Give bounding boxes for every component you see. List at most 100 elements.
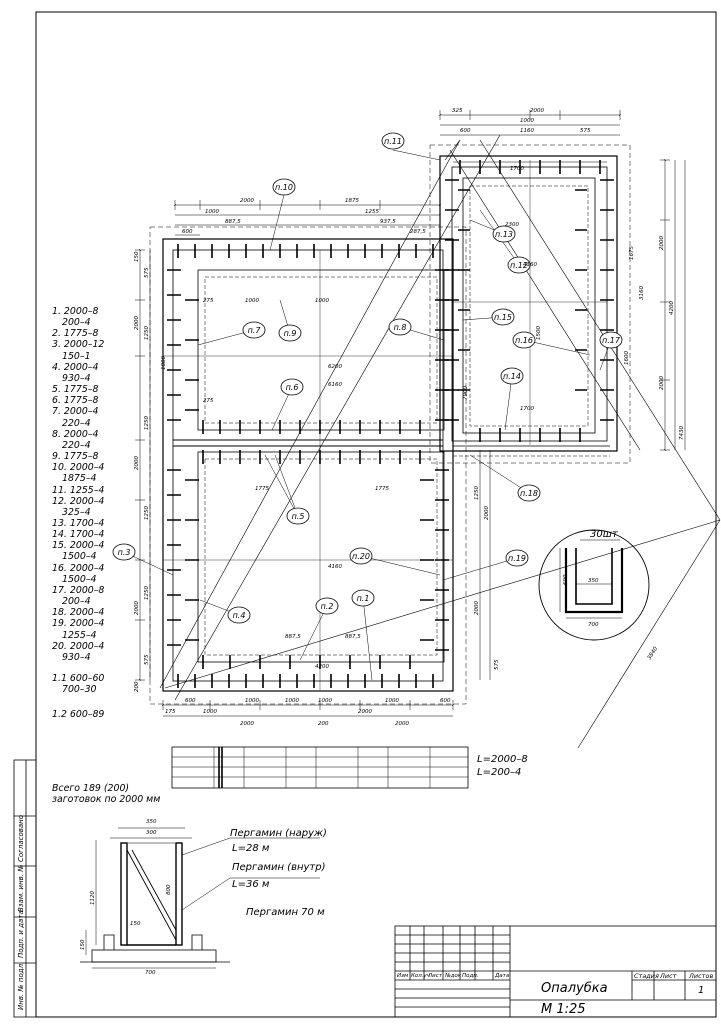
material-total: Пергамин 70 м	[246, 907, 325, 918]
section-dim-2: 150	[130, 921, 141, 927]
spec-subitem-4: 930–4	[62, 372, 91, 384]
tb-col-5: Дата	[494, 973, 510, 979]
svg-text:575: 575	[580, 128, 591, 134]
dimension-texts: 2000 1000 887,5 600 1875 1255 937,5 287,…	[165, 108, 591, 727]
svg-text:п.16: п.16	[515, 336, 533, 345]
spec-extra-2: 1.2 600–89	[52, 709, 105, 721]
svg-text:325: 325	[452, 108, 463, 114]
svg-text:п.3: п.3	[118, 548, 131, 557]
dimension-lines	[135, 110, 686, 717]
panel-label-p7: п.7	[242, 321, 266, 339]
tb-col-1: Кол.уч	[411, 973, 431, 979]
svg-text:п.13: п.13	[495, 230, 513, 239]
spec-item-15: 15. 2000–4	[52, 540, 105, 552]
totals-line-1: Всего 189 (200)	[52, 783, 130, 794]
margin-label-3: Согласовано	[17, 815, 25, 862]
svg-text:п.5: п.5	[292, 512, 305, 521]
section-dim-3: 700	[145, 970, 156, 976]
svg-text:1000: 1000	[285, 698, 299, 704]
spec-item-5: 5. 1775–8	[52, 384, 99, 396]
spec-item-6: 6. 1775–8	[52, 395, 99, 407]
leaders	[123, 149, 612, 681]
panel-label-p9: п.9	[278, 324, 302, 342]
panel-label-p12: п.12	[507, 256, 531, 274]
svg-text:600: 600	[182, 229, 193, 235]
detail-circle	[538, 529, 650, 641]
svg-text:п.1: п.1	[357, 594, 370, 603]
svg-text:п.11: п.11	[384, 137, 402, 146]
svg-text:1675: 1675	[629, 246, 635, 260]
svg-text:4200: 4200	[315, 664, 329, 670]
spec-item-1: 1. 2000–8	[52, 306, 99, 317]
svg-text:887,5: 887,5	[285, 634, 301, 640]
svg-text:6200: 6200	[328, 364, 342, 370]
svg-text:2000: 2000	[134, 316, 140, 330]
panel-label-p11: п.11	[381, 132, 405, 150]
svg-text:575: 575	[144, 654, 150, 665]
spec-item-4: 4. 2000–4	[52, 361, 99, 373]
panel-label-p14: п.14	[500, 367, 524, 385]
spec-item-14: 14. 1700–4	[52, 529, 105, 541]
svg-text:2000: 2000	[240, 198, 254, 204]
svg-text:4160: 4160	[523, 262, 537, 268]
svg-text:2000: 2000	[240, 721, 254, 727]
material-outer: Пергамин (наруж)	[230, 828, 327, 839]
svg-text:1160: 1160	[520, 128, 534, 134]
spec-item-18: 18. 2000–4	[52, 607, 105, 619]
svg-text:1700: 1700	[520, 406, 534, 412]
panel-label-p13: п.13	[492, 225, 516, 243]
tb-col-2: Лист	[427, 973, 443, 979]
svg-text:2300: 2300	[505, 222, 519, 228]
section-dim-0: 350	[146, 819, 157, 825]
svg-text:п.10: п.10	[275, 183, 293, 192]
svg-text:200: 200	[318, 721, 329, 727]
svg-text:п.6: п.6	[286, 383, 299, 392]
svg-text:1000: 1000	[520, 118, 534, 124]
svg-text:7430: 7430	[679, 426, 685, 440]
svg-text:4200: 4200	[669, 301, 675, 315]
svg-text:2000: 2000	[134, 456, 140, 470]
spec-item-20: 20. 2000–4	[52, 640, 105, 652]
panel-label-p17: п.17	[599, 331, 623, 349]
svg-text:1000: 1000	[315, 298, 329, 304]
drawing-scale: М 1:25	[541, 1002, 586, 1017]
svg-text:п.15: п.15	[494, 313, 512, 322]
spec-subitem-3: 150–1	[62, 350, 91, 362]
svg-text:887,5: 887,5	[225, 219, 241, 225]
svg-text:п.2: п.2	[321, 602, 334, 611]
detail-dim-inner: 350	[588, 578, 599, 584]
tb-col-3: №док	[444, 973, 462, 979]
title-block	[394, 925, 717, 1018]
svg-text:1500: 1500	[536, 326, 542, 340]
svg-text:2000: 2000	[474, 601, 480, 615]
svg-text:1250: 1250	[144, 506, 150, 520]
svg-text:175: 175	[165, 709, 176, 715]
svg-text:4160: 4160	[328, 564, 342, 570]
dimension-texts-vertical: 150 575 2000 1250 1000 1250 2000 1250 20…	[134, 236, 685, 692]
spec-item-12: 12. 2000–4	[52, 495, 105, 507]
sheet-frame	[35, 11, 717, 1018]
panel-label-p19: п.19	[505, 549, 529, 567]
svg-text:6160: 6160	[328, 382, 342, 388]
panel-label-p15: п.15	[491, 308, 515, 326]
svg-text:1000: 1000	[318, 698, 332, 704]
svg-text:2000: 2000	[659, 236, 665, 250]
svg-text:п.7: п.7	[248, 326, 262, 335]
bar-note-2: L=200–4	[477, 767, 521, 778]
spec-item-19: 19. 2000–4	[52, 618, 105, 630]
margin-stamp	[13, 759, 37, 1018]
panel-label-p1: п.1	[351, 589, 375, 607]
bar-strip	[171, 746, 469, 789]
drawing-title: Опалубка	[541, 981, 608, 996]
totals-line-2: заготовок по 2000 мм	[52, 794, 161, 805]
spec-item-3: 3. 2000–12	[52, 339, 105, 351]
detail-dim-height: 600	[563, 574, 569, 585]
svg-text:2000: 2000	[358, 709, 372, 715]
tb-right-col-2: Листов	[688, 972, 713, 980]
svg-text:1000: 1000	[205, 209, 219, 215]
svg-text:600: 600	[440, 698, 451, 704]
bar-note-1: L=2000–8	[477, 754, 528, 765]
svg-text:1250: 1250	[474, 486, 480, 500]
spec-subitem-7: 220–4	[62, 417, 91, 429]
